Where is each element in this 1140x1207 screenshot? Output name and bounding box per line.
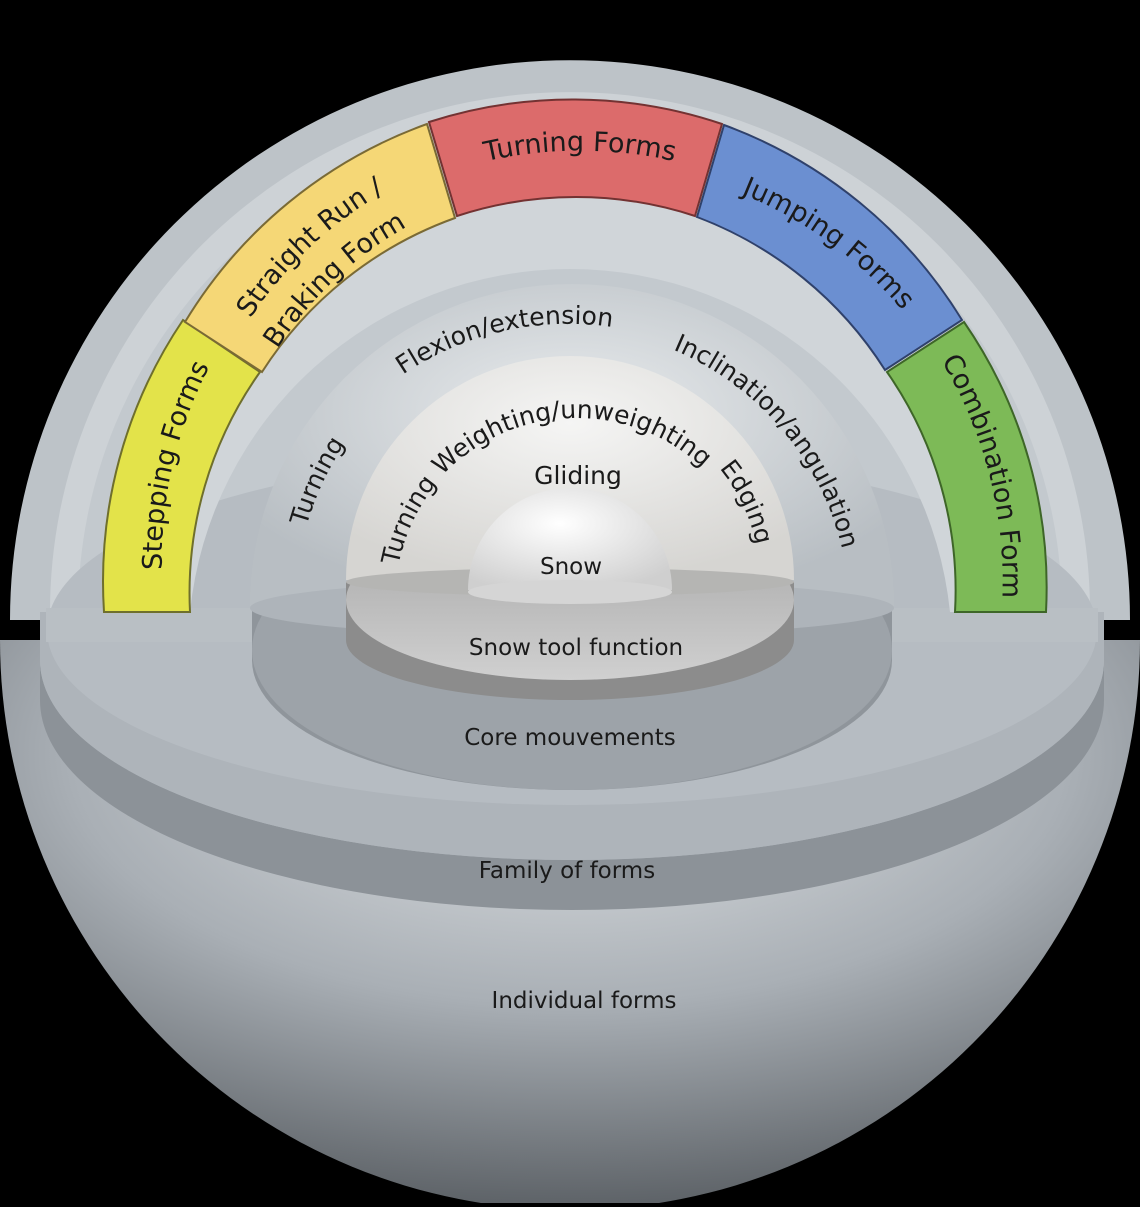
gliding-label: Gliding: [534, 461, 622, 490]
snow-tool-function-label: Snow tool function: [469, 635, 683, 661]
family-of-forms-label: Family of forms: [479, 858, 655, 884]
snow-core: [468, 488, 672, 604]
individual-forms-label: Individual forms: [492, 988, 677, 1014]
core-movements-label: Core mouvements: [464, 725, 676, 751]
jumping-forms-segment: [695, 123, 964, 372]
turning-forms-segment: [427, 98, 724, 218]
snow-label: Snow: [540, 554, 602, 580]
stepping-forms-segment: [102, 318, 262, 613]
family-of-forms-arch: [102, 98, 1048, 613]
snow-tool-function-tier: [346, 356, 794, 700]
straight-run-segment: [183, 122, 457, 374]
combination-forms-segment: [885, 320, 1048, 613]
